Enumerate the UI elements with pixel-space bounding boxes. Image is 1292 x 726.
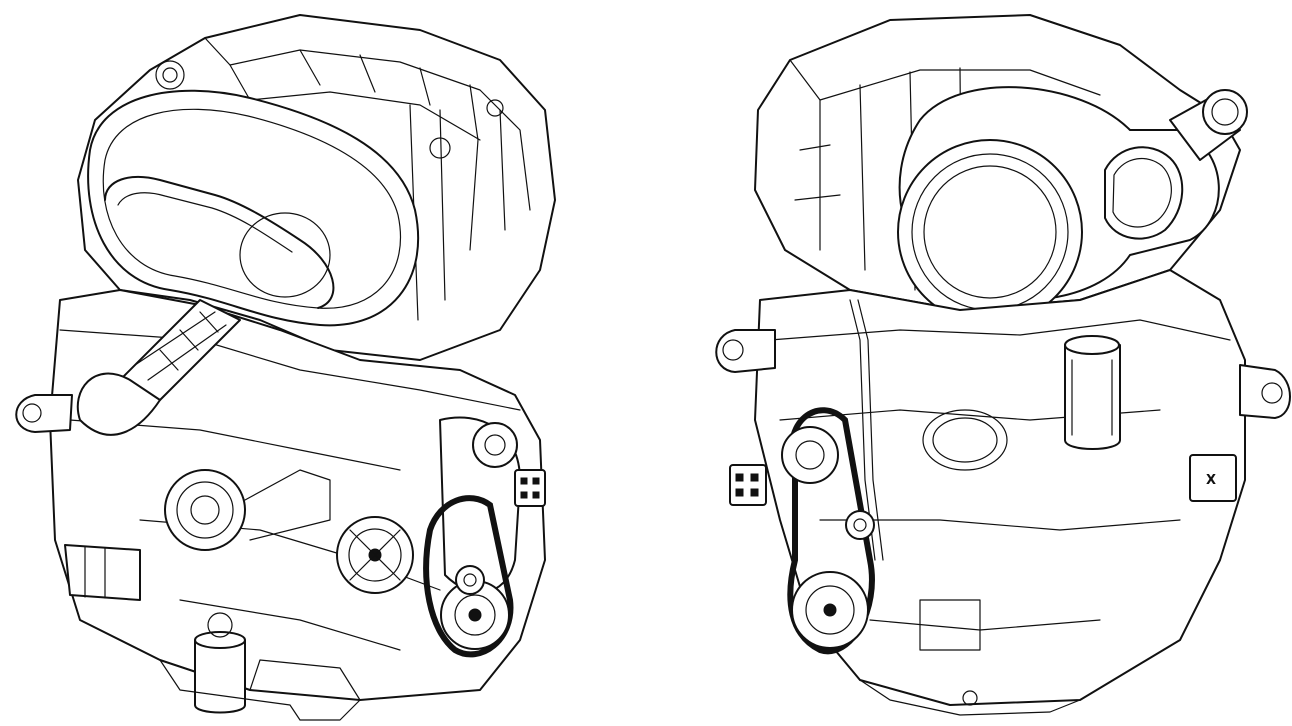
control-module: X — [1189, 454, 1237, 502]
engine-left-view — [0, 0, 600, 726]
mounting-bracket-right — [1239, 364, 1291, 419]
module-badge: X — [1206, 473, 1216, 488]
pulley-belt-assembly — [423, 416, 521, 658]
starter-motor — [64, 544, 141, 601]
alternator — [336, 516, 414, 594]
pulley-belt-assembly — [781, 407, 875, 655]
engine-left-view-icon — [15, 14, 556, 721]
engine-right-view: X — [700, 0, 1292, 726]
mounting-bracket-left — [15, 394, 73, 433]
fuel-filter — [1064, 335, 1121, 450]
engine-block — [754, 269, 1246, 706]
engine-right-view-icon: X — [715, 14, 1291, 716]
intake-hose — [76, 299, 241, 436]
mounting-bracket-left — [715, 329, 776, 373]
turbocharger — [164, 469, 331, 551]
muffler-end-cap — [87, 89, 420, 327]
exhaust-outlet — [1169, 89, 1248, 161]
oil-pan — [159, 659, 361, 721]
sensor-connector — [514, 469, 546, 507]
sensor-connector — [729, 464, 767, 506]
muffler-end-cap — [897, 86, 1220, 325]
oil-pan — [859, 679, 1081, 716]
